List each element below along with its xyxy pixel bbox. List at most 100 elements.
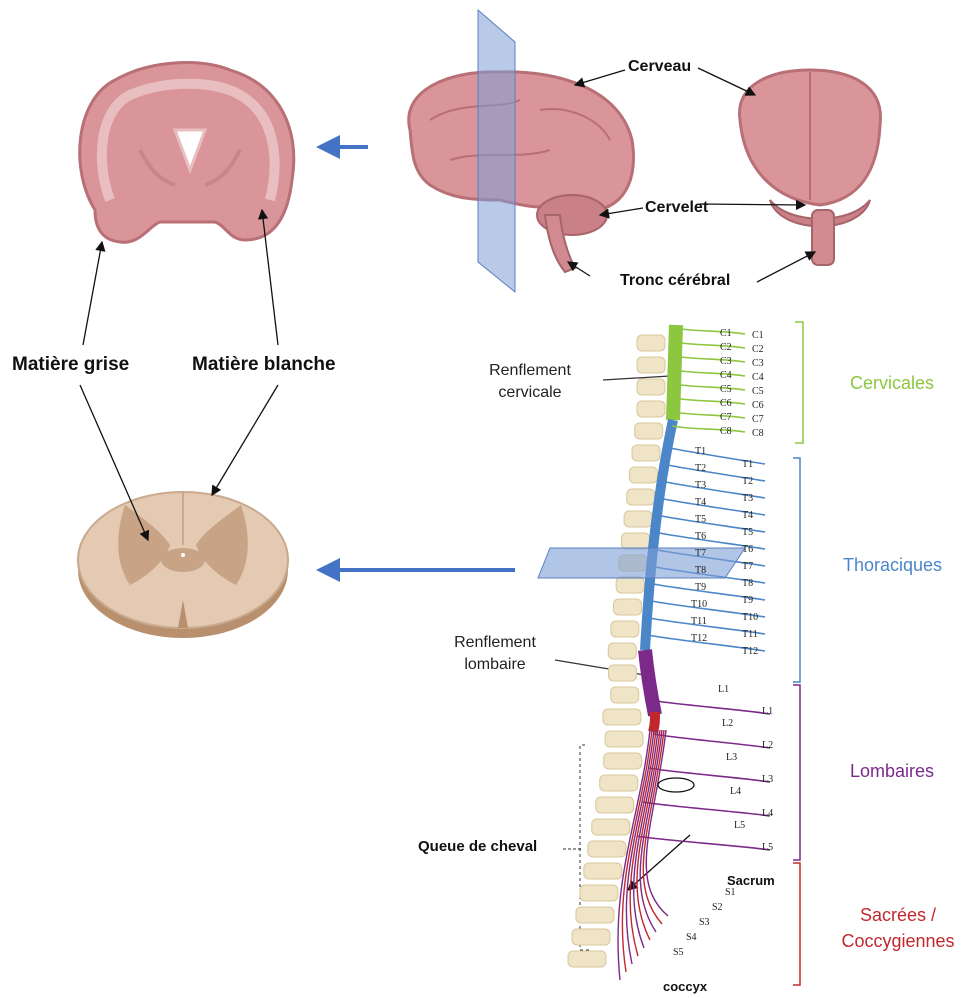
region-sacrees-coccygiennes: Sacrées / Coccygiennes	[838, 902, 958, 954]
cervical-nerve-label: C7	[752, 414, 764, 425]
cervical-vertebra-label: C8	[720, 426, 732, 437]
label-sacrum: Sacrum	[727, 873, 775, 888]
region-thoraciques: Thoraciques	[843, 552, 942, 578]
thoracic-nerve-label: T1	[742, 459, 753, 470]
vertebra	[609, 665, 637, 681]
label-coccyx: coccyx	[663, 979, 707, 994]
renflement-lombaire-line2: lombaire	[420, 654, 570, 676]
lumbar-vertebra-label: L1	[718, 684, 729, 695]
lumbar-nerve	[650, 700, 770, 714]
label-renflement-lombaire: Renflement lombaire	[420, 632, 570, 676]
thoracic-nerve-label: T8	[742, 578, 753, 589]
cervical-nerve-label: C8	[752, 428, 764, 439]
label-matiere-blanche: Matière blanche	[192, 354, 336, 376]
thoracic-vertebra-label: T7	[695, 548, 706, 559]
vertebra	[580, 885, 618, 901]
thoracic-nerve-label: T3	[742, 493, 753, 504]
cervical-nerve-label: C6	[752, 400, 764, 411]
lumbar-nerve	[653, 734, 770, 748]
region-sacrees-line1: Sacrées /	[838, 902, 958, 928]
lumbar-vertebra-label: L5	[734, 820, 745, 831]
vertebra	[632, 445, 660, 461]
renflement-cervicale-line2: cervicale	[455, 382, 605, 404]
vertebra	[572, 929, 610, 945]
cervical-nerve	[675, 356, 745, 362]
thoracic-nerve-label: T4	[742, 510, 753, 521]
thoracic-vertebra-label: T1	[695, 446, 706, 457]
renflement-cervicale-line1: Renflement	[455, 360, 605, 382]
cervical-nerve-label: C1	[752, 330, 764, 341]
conus-cord	[653, 712, 655, 732]
label-tronc-cerebral: Tronc cérébral	[620, 272, 730, 290]
thoracic-vertebra-label: T10	[691, 599, 707, 610]
sacral-nerve-label: S5	[673, 947, 684, 958]
label-queue-de-cheval: Queue de cheval	[418, 838, 537, 855]
cervical-nerve-label: C3	[752, 358, 764, 369]
thoracic-vertebra-label: T5	[695, 514, 706, 525]
thoracic-nerve-label: T5	[742, 527, 753, 538]
thoracic-vertebra-label: T9	[695, 582, 706, 593]
vertebra	[637, 379, 665, 395]
vertebra	[627, 489, 655, 505]
thoracic-vertebra-label: T4	[695, 497, 706, 508]
region-lombaires: Lombaires	[850, 758, 934, 784]
thoracic-vertebra-label: T12	[691, 633, 707, 644]
cervical-nerve	[672, 426, 745, 432]
cervical-vertebra-label: C7	[720, 412, 732, 423]
spinal-cord-cross-section	[78, 492, 288, 638]
thoracic-vertebra-label: T6	[695, 531, 706, 542]
posterior-brain	[740, 70, 881, 265]
thoracic-nerve-label: T10	[742, 612, 758, 623]
region-cervicales: Cervicales	[850, 370, 934, 396]
lumbar-vertebra-label: L2	[722, 718, 733, 729]
lumbar-vertebra-label: L4	[730, 786, 741, 797]
vertebra	[616, 577, 644, 593]
vertebra	[614, 599, 642, 615]
vertebra	[611, 687, 639, 703]
thoracic-vertebra-label: T2	[695, 463, 706, 474]
thoracic-nerve-label: T11	[742, 629, 758, 640]
vertebra	[604, 753, 642, 769]
lateral-brain	[409, 72, 634, 272]
vertebra	[603, 709, 641, 725]
thoracic-vertebra-label: T8	[695, 565, 706, 576]
vertebra	[624, 511, 652, 527]
label-cervelet: Cervelet	[645, 199, 708, 217]
cervical-nerve-label: C2	[752, 344, 764, 355]
cervical-nerve	[675, 342, 745, 348]
cervical-nerve	[675, 328, 745, 334]
cervical-vertebra-label: C2	[720, 342, 732, 353]
label-matiere-grise: Matière grise	[12, 354, 129, 376]
vertebra	[605, 731, 643, 747]
lumbar-nerve	[649, 768, 770, 782]
cervical-vertebra-label: C3	[720, 356, 732, 367]
vertebra	[611, 621, 639, 637]
cervical-nerve-label: C4	[752, 372, 764, 383]
lumbar-vertebra-label: L3	[726, 752, 737, 763]
thoracic-nerve-label: T9	[742, 595, 753, 606]
vertebra	[584, 863, 622, 879]
vertebra	[592, 819, 630, 835]
cervical-nerve	[675, 398, 745, 404]
thoracic-nerve-label: T12	[742, 646, 758, 657]
cervical-vertebra-label: C6	[720, 398, 732, 409]
sacral-nerve-label: S4	[686, 932, 697, 943]
vertebra	[596, 797, 634, 813]
vertebra	[608, 643, 636, 659]
region-sacrees-line2: Coccygiennes	[838, 928, 958, 954]
sacral-nerve-label: S1	[725, 887, 736, 898]
cervical-nerve-label: C5	[752, 386, 764, 397]
coronal-brain-section	[80, 63, 294, 243]
vertebra	[568, 951, 606, 967]
cervical-vertebra-label: C4	[720, 370, 732, 381]
cervical-nerve	[675, 412, 745, 418]
thoracic-nerve-label: T2	[742, 476, 753, 487]
cervical-nerve	[675, 384, 745, 390]
cervical-vertebra-label: C5	[720, 384, 732, 395]
lumbar-nerve-label: L3	[762, 774, 773, 785]
lumbar-nerve-label: L1	[762, 706, 773, 717]
lumbar-nerve-label: L4	[762, 808, 773, 819]
vertebra	[635, 423, 663, 439]
thoracic-nerve-label: T6	[742, 544, 753, 555]
lumbar-nerve	[643, 802, 770, 816]
